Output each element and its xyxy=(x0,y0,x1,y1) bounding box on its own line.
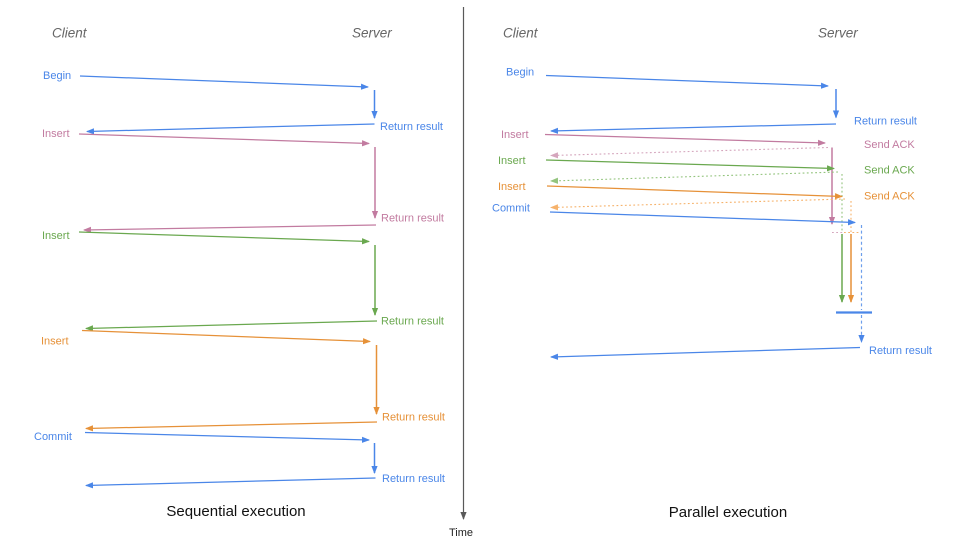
par-insert3-request-arrow xyxy=(546,185,843,200)
par-begin-return-arrow xyxy=(550,123,837,134)
par-commit-label: Commit xyxy=(492,203,530,215)
par-insert1-ack-label: Send ACK xyxy=(864,139,915,151)
seq-commit-label: Commit xyxy=(34,431,72,443)
seq-insert3-label: Insert xyxy=(41,336,69,348)
seq-insert3-return-arrow xyxy=(85,421,378,432)
par-insert2-ack-arrow xyxy=(550,171,839,184)
seq-insert2-return-arrow xyxy=(85,320,378,332)
par-commit-request-arrow xyxy=(549,211,856,226)
seq-begin-return-arrow xyxy=(86,123,375,135)
seq-insert2-return-label: Return result xyxy=(381,316,444,328)
par-insert2-ack-label: Send ACK xyxy=(864,165,915,177)
par-insert1-ack-arrow xyxy=(550,146,829,159)
seq-insert2-label: Insert xyxy=(42,230,70,242)
seq-server-header: Server xyxy=(352,26,392,41)
par-commit-return-arrow xyxy=(550,346,861,360)
seq-insert1-request-arrow xyxy=(78,133,370,147)
par-insert3-label: Insert xyxy=(498,181,526,193)
time-axis-label: Time xyxy=(449,527,473,539)
par-insert1-label: Insert xyxy=(501,129,529,141)
par-insert3-ack-label: Send ACK xyxy=(864,191,915,203)
par-insert3-ack-arrow xyxy=(550,198,846,211)
par-insert2-request-arrow xyxy=(545,159,835,172)
par-client-header: Client xyxy=(503,26,539,41)
seq-insert1-return-label: Return result xyxy=(381,213,444,225)
parallel-panel: Client Server Begin Return result Insert… xyxy=(492,26,932,522)
seq-insert3-request-arrow xyxy=(81,329,371,345)
seq-insert2-request-arrow xyxy=(78,231,370,245)
par-begin-label: Begin xyxy=(506,67,534,79)
seq-panel-title: Sequential execution xyxy=(166,503,305,520)
seq-commit-request-arrow xyxy=(84,431,370,443)
par-begin-return-label: Return result xyxy=(854,116,917,128)
seq-client-header: Client xyxy=(52,26,88,41)
seq-insert1-label: Insert xyxy=(42,128,70,140)
seq-commit-return-label: Return result xyxy=(382,473,445,485)
seq-insert3-return-label: Return result xyxy=(382,412,445,424)
seq-begin-return-label: Return result xyxy=(380,121,443,133)
par-begin-request-arrow xyxy=(545,74,829,89)
par-server-header: Server xyxy=(818,26,858,41)
sequential-panel: Client Server Begin Return result Insert… xyxy=(34,26,445,521)
seq-insert1-return-arrow xyxy=(83,224,377,233)
par-commit-return-label: Return result xyxy=(869,345,932,357)
seq-begin-label: Begin xyxy=(43,70,71,82)
time-axis: Time xyxy=(449,7,473,539)
seq-begin-request-arrow xyxy=(79,75,369,90)
seq-commit-return-arrow xyxy=(85,477,376,489)
par-panel-title: Parallel execution xyxy=(669,504,787,521)
par-insert2-label: Insert xyxy=(498,155,526,167)
par-insert1-request-arrow xyxy=(544,133,826,146)
